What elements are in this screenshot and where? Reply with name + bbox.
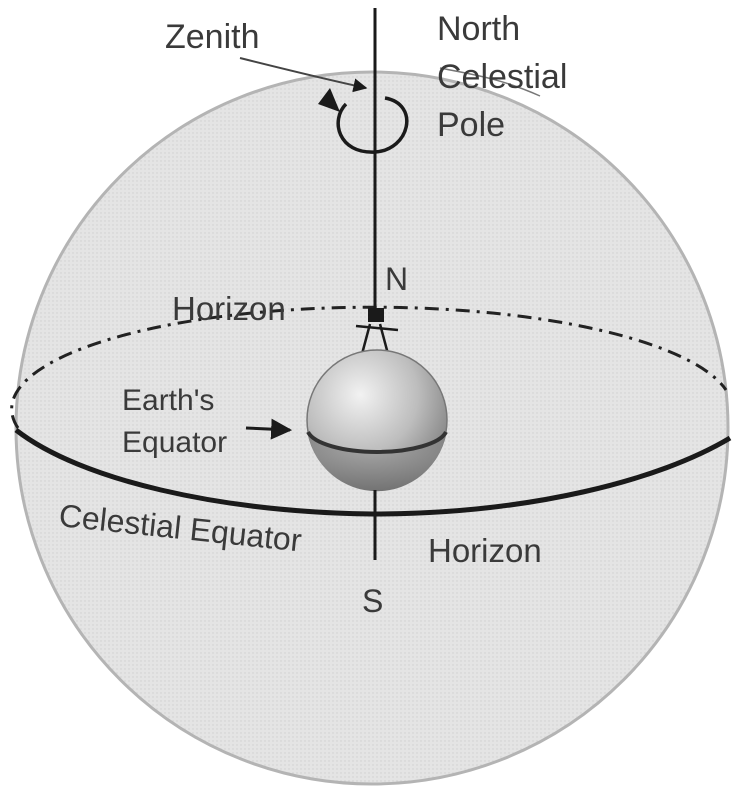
observer-tick — [355, 324, 399, 332]
label-earths-equator-2: Equator — [122, 426, 227, 459]
label-south: S — [362, 583, 383, 619]
rotation-arrowhead-icon — [318, 88, 340, 112]
observer-marker — [368, 308, 384, 322]
celestial-equator-line — [14, 428, 732, 517]
zenith-leader-line — [239, 57, 368, 93]
ncp-leader-line — [439, 67, 541, 97]
label-ncp-2: Celestial — [437, 58, 567, 96]
label-horizon-bottom: Horizon — [428, 532, 542, 569]
label-earths-equator-1: Earth's — [122, 384, 214, 417]
rotation-arrow-icon — [336, 96, 409, 154]
label-ncp-3: Pole — [437, 106, 505, 144]
earth-lower — [308, 433, 446, 492]
label-horizon-top: Horizon — [172, 290, 286, 327]
label-ncp-1: North — [437, 10, 520, 48]
earths-equator-arrow-icon — [245, 418, 293, 440]
horizon-plane-back — [10, 305, 728, 429]
label-north: N — [385, 261, 408, 297]
observer-legs — [360, 323, 390, 355]
label-zenith: Zenith — [165, 18, 260, 56]
earth-equator-line — [306, 430, 448, 454]
